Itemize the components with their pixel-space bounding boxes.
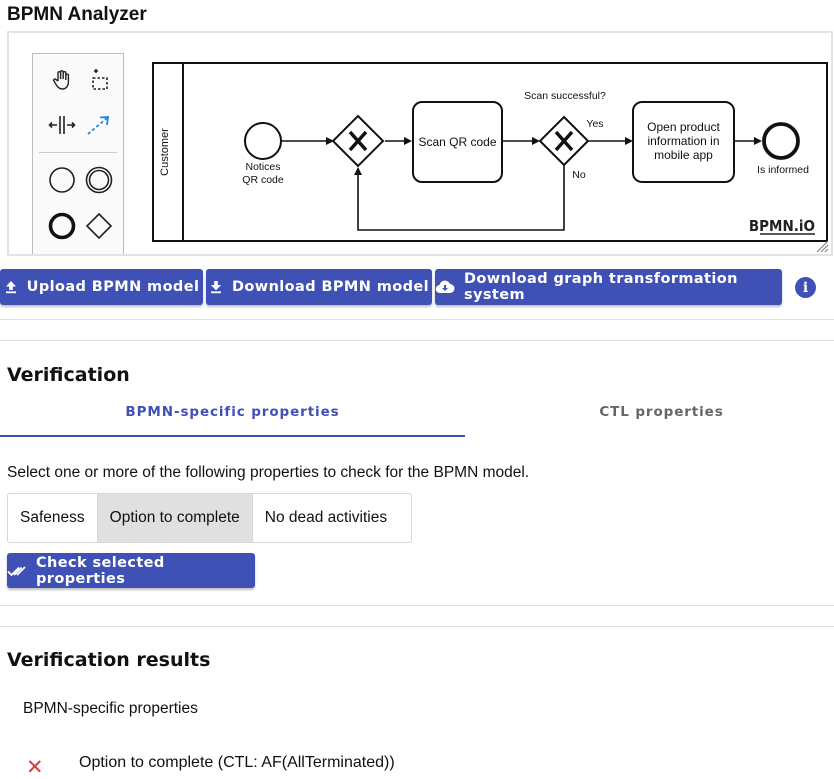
hand-tool-icon[interactable] — [48, 66, 76, 94]
app-title: BPMN Analyzer — [7, 4, 147, 25]
resize-handle-icon[interactable] — [816, 240, 829, 253]
toggle-option-to-complete[interactable]: Option to complete — [97, 494, 253, 542]
toggle-no-dead-activities[interactable]: No dead activities — [264, 509, 388, 526]
active-tab-indicator — [0, 435, 465, 437]
instruction-text: Select one or more of the following prop… — [7, 464, 530, 481]
divider — [0, 605, 834, 606]
fail-icon: ✕ — [26, 755, 44, 779]
property-toggle-group: Safeness Option to complete No dead acti… — [7, 493, 412, 543]
lasso-tool-icon[interactable] — [85, 66, 113, 94]
space-tool-icon[interactable] — [48, 111, 76, 139]
intermediate-event-icon[interactable] — [85, 166, 113, 194]
arrowheads — [326, 137, 762, 175]
pool-label: Customer — [159, 128, 171, 176]
download-icon — [210, 281, 221, 294]
exclusive-gateway-split[interactable] — [538, 115, 590, 167]
connect-tool-icon[interactable] — [85, 111, 113, 139]
upload-bpmn-button[interactable]: Upload BPMN model — [0, 269, 203, 305]
tab-bpmn-specific-properties[interactable]: BPMN-specific properties — [125, 404, 340, 420]
results-subtitle: BPMN-specific properties — [23, 700, 198, 717]
divider — [0, 626, 834, 627]
task-scan-qr-code[interactable]: Scan QR code — [412, 101, 503, 183]
end-event-icon[interactable] — [48, 212, 76, 240]
toggle-safeness[interactable]: Safeness — [8, 494, 98, 542]
divider — [0, 340, 834, 341]
check-selected-properties-button[interactable]: Check selected properties — [7, 553, 255, 588]
cloud-download-icon — [435, 280, 455, 294]
download-bpmn-button[interactable]: Download BPMN model — [206, 269, 432, 305]
yes-label: Yes — [586, 118, 603, 130]
end-event-label: Is informed — [757, 164, 809, 176]
upload-icon — [5, 281, 16, 294]
verification-results-title: Verification results — [7, 649, 211, 671]
no-label: No — [572, 169, 586, 181]
download-gts-button[interactable]: Download graph transformation system — [435, 269, 782, 305]
double-check-icon — [7, 565, 26, 576]
bpmn-io-watermark[interactable]: BPMN.iO — [749, 217, 815, 235]
result-item-text: Option to complete (CTL: AF(AllTerminate… — [79, 754, 395, 771]
info-icon[interactable]: i — [795, 277, 816, 298]
tab-ctl-properties[interactable]: CTL properties — [599, 404, 724, 420]
end-event[interactable]: Is informed — [757, 122, 809, 176]
tool-palette — [32, 53, 124, 254]
exclusive-gateway-merge[interactable] — [331, 114, 385, 168]
divider — [0, 319, 834, 320]
start-event-icon[interactable] — [48, 166, 76, 194]
svg-text:BPMN.iO: BPMN.iO — [749, 217, 815, 235]
verification-title: Verification — [7, 364, 130, 386]
task-scan-label: Scan QR code — [418, 135, 496, 149]
gateway-question-label: Scan successful? — [524, 90, 606, 102]
gateway-icon[interactable] — [85, 212, 113, 240]
